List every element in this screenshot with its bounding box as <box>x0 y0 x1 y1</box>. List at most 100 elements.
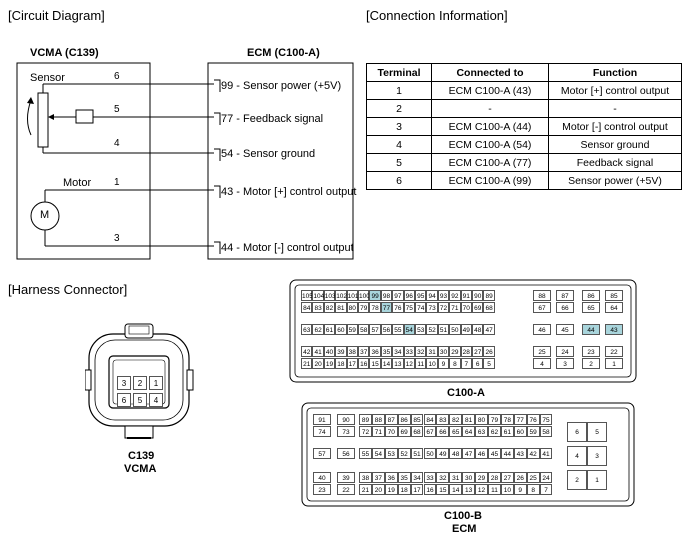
pin-cell: 91 <box>313 414 331 425</box>
pin-cell: 73 <box>337 426 355 437</box>
pin-cell: 75 <box>403 302 415 313</box>
pin-cell: 40 <box>313 472 331 483</box>
pin-cell: 21 <box>359 484 372 495</box>
pin-cell: 85 <box>410 414 424 425</box>
pin-cell: 54 <box>403 324 415 335</box>
pin-cell: 79 <box>358 302 370 313</box>
pin-number-3: 3 <box>114 233 120 244</box>
pin-cell: 74 <box>415 302 427 313</box>
ecm-box <box>207 62 354 260</box>
pin-cell: 2 <box>582 358 600 369</box>
function-cell: Sensor ground <box>548 135 682 154</box>
pin-cell: 39 <box>335 346 347 357</box>
c139-label: C139 <box>128 450 155 462</box>
pin-cell: 19 <box>384 484 398 495</box>
pin-cell: 57 <box>369 324 381 335</box>
pin-cell: 11 <box>415 358 427 369</box>
pin-cell: 92 <box>449 290 461 301</box>
pin-cell: 43 <box>605 324 623 335</box>
pin-cell: 70 <box>460 302 472 313</box>
pin-cell: 62 <box>312 324 324 335</box>
table-header-row: Terminal Connected to Function <box>366 63 682 82</box>
pin-cell: 91 <box>460 290 472 301</box>
pin-cell: 76 <box>392 302 404 313</box>
connected-to-cell: ECM C100-A (77) <box>431 153 549 172</box>
pin-cell: 49 <box>460 324 472 335</box>
pin-cell: 87 <box>556 290 574 301</box>
pin-cell: 71 <box>449 302 461 313</box>
function-cell: Sensor power (+5V) <box>548 171 682 190</box>
pin-cell: 60 <box>335 324 347 335</box>
pin-cell: 40 <box>323 346 336 357</box>
pin-cell: 78 <box>500 414 514 425</box>
ecm-signal-99: 99 - Sensor power (+5V) <box>221 80 342 92</box>
pin-cell: 89 <box>483 290 495 301</box>
pin-cell: 41 <box>312 346 324 357</box>
pin-cell: 105 <box>301 290 313 301</box>
pin-cell: 79 <box>488 414 501 425</box>
pin-cell: 90 <box>472 290 484 301</box>
pin-cell: 8 <box>526 484 540 495</box>
pin-cell: 23 <box>582 346 600 357</box>
pin-cell: 3 <box>117 376 131 390</box>
pin-cell: 70 <box>384 426 398 437</box>
pin-cell: 1 <box>587 470 607 490</box>
pin-cell: 58 <box>358 324 370 335</box>
pin-cell: 2 <box>133 376 147 390</box>
pin-cell: 38 <box>346 346 358 357</box>
pin-cell: 81 <box>462 414 476 425</box>
pin-cell: 18 <box>397 484 411 495</box>
pin-cell: 19 <box>323 358 336 369</box>
pin-cell: 28 <box>460 346 472 357</box>
pin-cell: 29 <box>449 346 461 357</box>
pin-cell: 11 <box>488 484 501 495</box>
pin-cell: 37 <box>371 472 385 483</box>
pin-cell: 5 <box>587 422 607 442</box>
connection-info-header: [Connection Information] <box>366 8 508 23</box>
terminal-cell: 6 <box>366 171 432 190</box>
pin-cell: 49 <box>436 448 450 459</box>
pin-cell: 86 <box>397 414 411 425</box>
c100a-label: C100-A <box>447 387 485 399</box>
pin-number-4: 4 <box>114 138 120 149</box>
pin-cell: 24 <box>556 346 574 357</box>
pin-cell: 35 <box>380 346 393 357</box>
pin-cell: 87 <box>384 414 398 425</box>
pin-cell: 1 <box>149 376 163 390</box>
pin-cell: 66 <box>436 426 450 437</box>
pin-cell: 30 <box>437 346 450 357</box>
pin-cell: 23 <box>313 484 331 495</box>
pin-cell: 65 <box>449 426 463 437</box>
column-header-function: Function <box>548 63 682 82</box>
pin-cell: 60 <box>513 426 527 437</box>
pin-cell: 14 <box>449 484 463 495</box>
pin-cell: 82 <box>323 302 336 313</box>
pin-cell: 28 <box>488 472 501 483</box>
pin-cell: 61 <box>323 324 336 335</box>
pin-cell: 56 <box>380 324 393 335</box>
pin-cell: 88 <box>533 290 551 301</box>
motor-label: Motor <box>63 177 92 189</box>
pin-cell: 25 <box>533 346 551 357</box>
pin-cell: 18 <box>335 358 347 369</box>
pin-cell: 8 <box>449 358 461 369</box>
pin-cell: 62 <box>488 426 501 437</box>
pin-cell: 103 <box>323 290 336 301</box>
pin-cell: 96 <box>403 290 415 301</box>
pin-number-5: 5 <box>114 104 120 115</box>
pin-cell: 32 <box>415 346 427 357</box>
pin-cell: 66 <box>556 302 574 313</box>
vcma-title: VCMA (C139) <box>30 47 99 59</box>
connected-to-cell: ECM C100-A (99) <box>431 171 549 190</box>
pin-cell: 33 <box>423 472 437 483</box>
pin-cell: 44 <box>582 324 600 335</box>
pin-cell: 67 <box>423 426 437 437</box>
pin-cell: 36 <box>369 346 381 357</box>
pin-cell: 42 <box>301 346 313 357</box>
pin-cell: 43 <box>513 448 527 459</box>
pin-cell: 6 <box>567 422 587 442</box>
